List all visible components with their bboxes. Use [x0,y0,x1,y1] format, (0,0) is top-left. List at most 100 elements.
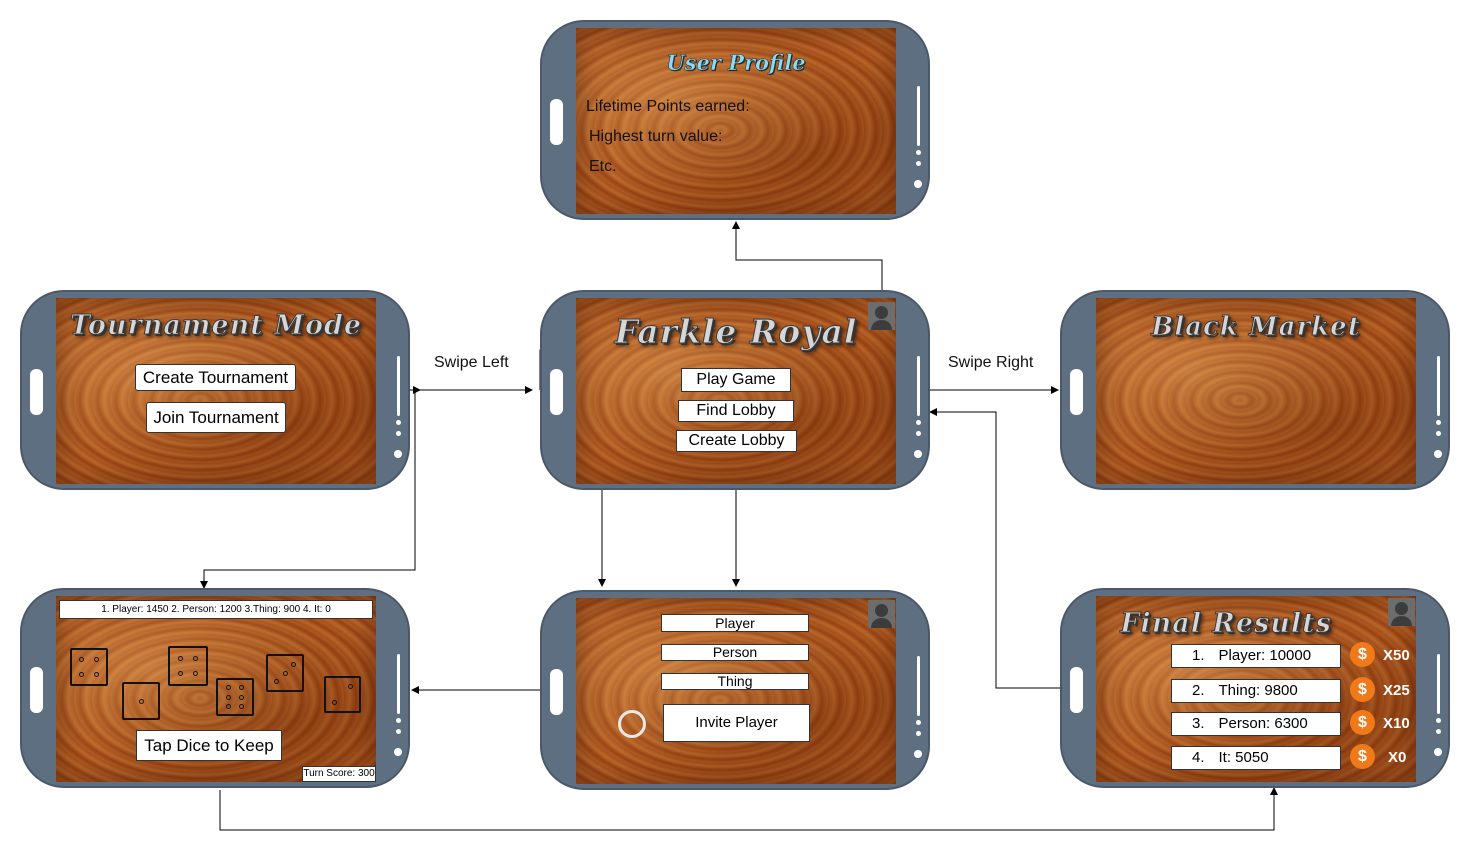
side-dots [1436,718,1442,740]
die-1[interactable] [70,648,108,686]
coin-reward: X50 [1383,647,1410,664]
phone-home: Farkle Royal Play Game Find Lobby Create… [540,290,930,490]
avatar-icon[interactable] [868,600,895,628]
side-dot [914,180,922,188]
die-pip [239,694,245,700]
die-6[interactable] [324,676,361,713]
phone-user-profile: User Profile Lifetime Points earned: Hig… [540,20,930,220]
die-pip [239,704,245,710]
phone-lobby: Player Person Thing Invite Player [540,590,930,790]
home-button[interactable] [1070,369,1083,415]
result-row: 4.It: 5050 [1171,746,1341,770]
profile-title: User Profile [666,50,806,76]
phone-game: 1. Player: 1450 2. Person: 1200 3.Thing:… [20,588,410,788]
side-dots [396,718,402,740]
result-row: 2. Thing: 9800 [1171,679,1341,703]
result-rank: 2. [1192,682,1205,699]
die-pip [193,655,199,661]
create-tournament-button[interactable]: Create Tournament [135,364,296,391]
lobby-screen: Player Person Thing Invite Player [576,598,896,784]
die-2[interactable] [122,682,160,720]
result-row: 1. Player: 10000 [1171,644,1341,668]
home-button[interactable] [1070,667,1083,713]
side-dot [1434,748,1442,756]
market-screen: Black Market [1096,298,1416,484]
edge-tournament-to-game [200,389,416,589]
side-dot [394,748,402,756]
die-5[interactable] [266,654,304,692]
home-button[interactable] [30,369,43,415]
side-indicator [397,356,400,416]
game-screen: 1. Player: 1450 2. Person: 1200 3.Thing:… [56,596,376,782]
play-game-button[interactable]: Play Game [681,368,791,392]
coin-reward: X25 [1383,682,1410,699]
turn-score: Turn Score: 300 [302,766,376,782]
result-name: Player: 10000 [1218,647,1312,664]
die-pip [282,670,288,676]
home-button[interactable] [550,369,563,415]
coin-reward: X0 [1388,749,1407,766]
result-name: Person: 6300 [1218,715,1308,732]
die-pip [93,657,99,663]
coin-icon: $ [1350,642,1375,667]
loading-spinner-icon [618,710,646,738]
side-dot [1434,450,1442,458]
die-4[interactable] [216,678,254,716]
die-3[interactable] [168,646,208,686]
side-dot [914,450,922,458]
lobby-player-slot: Person [661,644,809,661]
lobby-player-slot: Thing [661,673,809,690]
create-lobby-button[interactable]: Create Lobby [676,430,797,452]
home-button[interactable] [30,667,43,713]
find-lobby-button[interactable]: Find Lobby [678,400,794,422]
side-indicator [1437,654,1440,714]
market-title: Black Market [1151,312,1361,343]
coin-reward: X10 [1383,715,1410,732]
side-indicator [917,656,920,716]
side-indicator [1437,356,1440,416]
swipe-left-label: Swipe Left [432,354,511,372]
die-pip [79,657,85,663]
side-indicator [917,86,920,146]
lobby-player-slot: Player [661,614,809,632]
home-button[interactable] [550,99,563,145]
home-screen: Farkle Royal Play Game Find Lobby Create… [576,298,896,484]
edge-home-to-profile [732,221,883,292]
die-pip [177,671,183,677]
phone-tournament-mode: Tournament Mode Create Tournament Join T… [20,290,410,490]
coin-icon: $ [1350,677,1375,702]
result-rank: 3. [1192,715,1205,732]
highest-turn-label: Highest turn value: [589,128,723,145]
result-name: Thing: 9800 [1218,682,1298,699]
avatar-icon[interactable] [1388,598,1415,626]
etc-label: Etc. [589,158,617,175]
join-tournament-button[interactable]: Join Tournament [146,402,286,433]
result-row: 3. Person: 6300 [1171,712,1341,736]
result-rank: 4. [1192,749,1205,766]
side-dots [396,420,402,442]
tap-dice-button[interactable]: Tap Dice to Keep [136,730,282,761]
side-dots [916,150,922,172]
side-indicator [917,356,920,416]
die-pip [274,679,279,684]
side-dots [916,420,922,442]
home-title: Farkle Royal [614,312,858,352]
side-dot [394,450,402,458]
coin-icon: $ [1350,710,1375,735]
home-button[interactable] [550,669,563,715]
side-dots [1436,420,1442,442]
edge-game-to-results [219,787,1278,831]
die-pip [193,671,199,677]
die-pip [79,671,85,677]
avatar-icon[interactable] [868,302,895,330]
side-indicator [397,654,400,714]
die-pip [291,662,296,667]
coin-icon: $ [1350,744,1375,769]
tournament-screen: Tournament Mode Create Tournament Join T… [56,298,376,484]
invite-player-button[interactable]: Invite Player [663,704,810,742]
side-dots [916,720,922,742]
scoreboard: 1. Player: 1450 2. Person: 1200 3.Thing:… [59,600,373,619]
result-rank: 1. [1192,647,1205,664]
